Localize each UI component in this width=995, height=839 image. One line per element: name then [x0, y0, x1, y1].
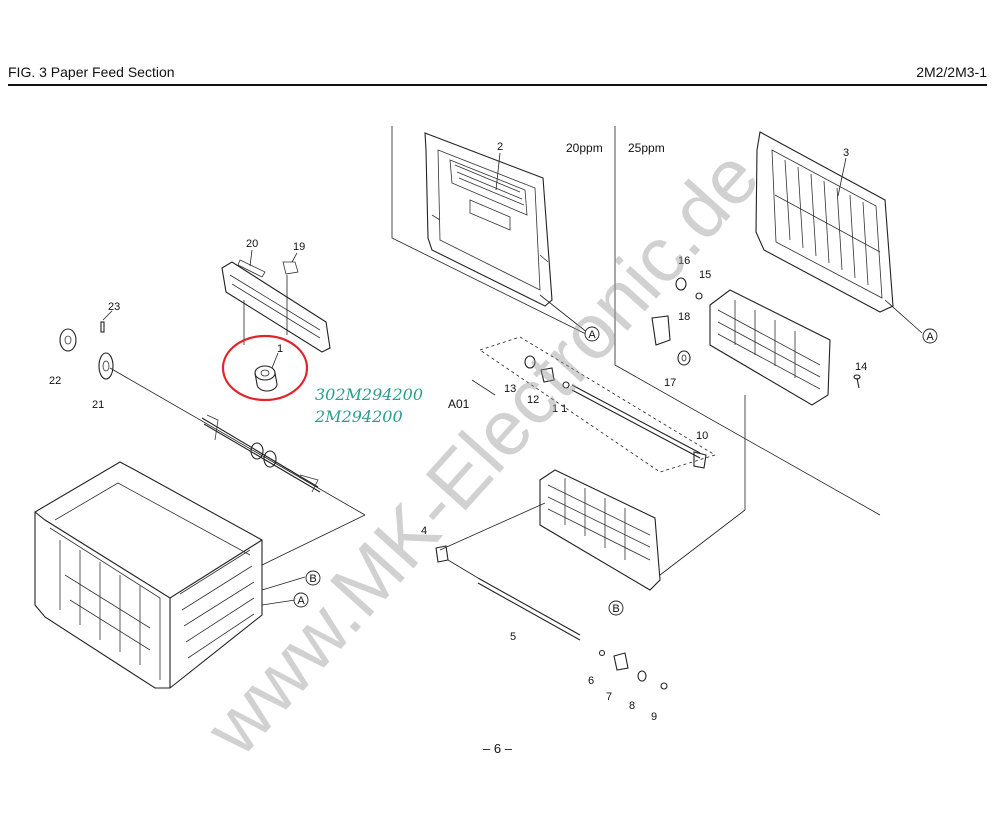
svg-text:A: A — [588, 329, 596, 341]
part-number-12: 12 — [527, 394, 539, 406]
part-number-6: 6 — [588, 675, 594, 687]
callout-b-frame: B — [305, 570, 321, 586]
part-1-pickup-roller — [254, 352, 279, 392]
highlight-circle — [221, 334, 309, 402]
svg-text:A: A — [297, 595, 305, 607]
part-20-19-feed-guide — [221, 249, 331, 353]
part-number-18: 18 — [678, 311, 690, 323]
part-number-3: 3 — [843, 147, 849, 159]
part-14-screw — [853, 374, 861, 389]
figure-title: FIG. 3 Paper Feed Section — [8, 64, 175, 80]
part-number-1: 1 — [277, 343, 283, 355]
part-number-15: 15 — [699, 269, 711, 281]
part-13-12-11-shaft — [524, 355, 707, 469]
part-number-21: 21 — [92, 399, 104, 411]
part-number-8: 8 — [629, 700, 635, 712]
main-frame — [34, 461, 263, 689]
pickup-shaft — [201, 414, 321, 493]
part-16-15-18-17 — [651, 277, 703, 366]
label-a01: A01 — [448, 397, 470, 411]
part-2-rear-cover — [424, 132, 589, 334]
page-number: – 6 – — [483, 741, 512, 756]
model-code: 2M2/2M3-1 — [916, 64, 987, 80]
part-22-gear — [59, 328, 77, 352]
label-25ppm: 25ppm — [628, 141, 665, 155]
part-number-2: 2 — [497, 141, 503, 153]
part-number-20: 20 — [246, 238, 258, 250]
callout-b-guide: B — [608, 600, 624, 616]
watermark: www.MK-Electronic.de — [188, 133, 776, 772]
callout-a-top-mid: A — [584, 326, 600, 342]
svg-text:B: B — [309, 573, 316, 585]
part-number-11: 1 1 — [552, 403, 567, 415]
callout-a-frame: A — [293, 592, 309, 608]
part-number-10: 10 — [696, 430, 708, 442]
annotation-part-code-2: 2M294200 — [314, 407, 403, 426]
part-number-13: 13 — [504, 383, 516, 395]
paper-guide-middle — [439, 469, 661, 591]
part-number-9: 9 — [651, 711, 657, 723]
label-20ppm: 20ppm — [566, 141, 603, 155]
part-number-16: 16 — [678, 255, 690, 267]
part-23-pin — [100, 310, 113, 333]
svg-text:A: A — [926, 331, 934, 343]
section-dividers — [391, 126, 881, 516]
part-3-rear-cover — [755, 131, 923, 334]
part-number-19: 19 — [293, 241, 305, 253]
part-number-4: 4 — [421, 525, 427, 537]
callout-connectors — [261, 514, 366, 606]
part-21-gear — [98, 352, 114, 380]
part-number-22: 22 — [49, 375, 61, 387]
part-number-23: 23 — [108, 301, 120, 313]
svg-text:B: B — [612, 603, 619, 615]
part-4-5-6-7-8-9 — [435, 545, 668, 690]
annotation-part-code-1: 302M294200 — [315, 385, 423, 404]
part-number-5: 5 — [510, 631, 516, 643]
header-rule — [8, 84, 987, 86]
part-number-14: 14 — [855, 361, 867, 373]
inner-guide-25ppm — [659, 289, 831, 576]
callout-a-top-right: A — [922, 328, 938, 344]
part-number-17: 17 — [664, 377, 676, 389]
part-number-7: 7 — [606, 691, 612, 703]
